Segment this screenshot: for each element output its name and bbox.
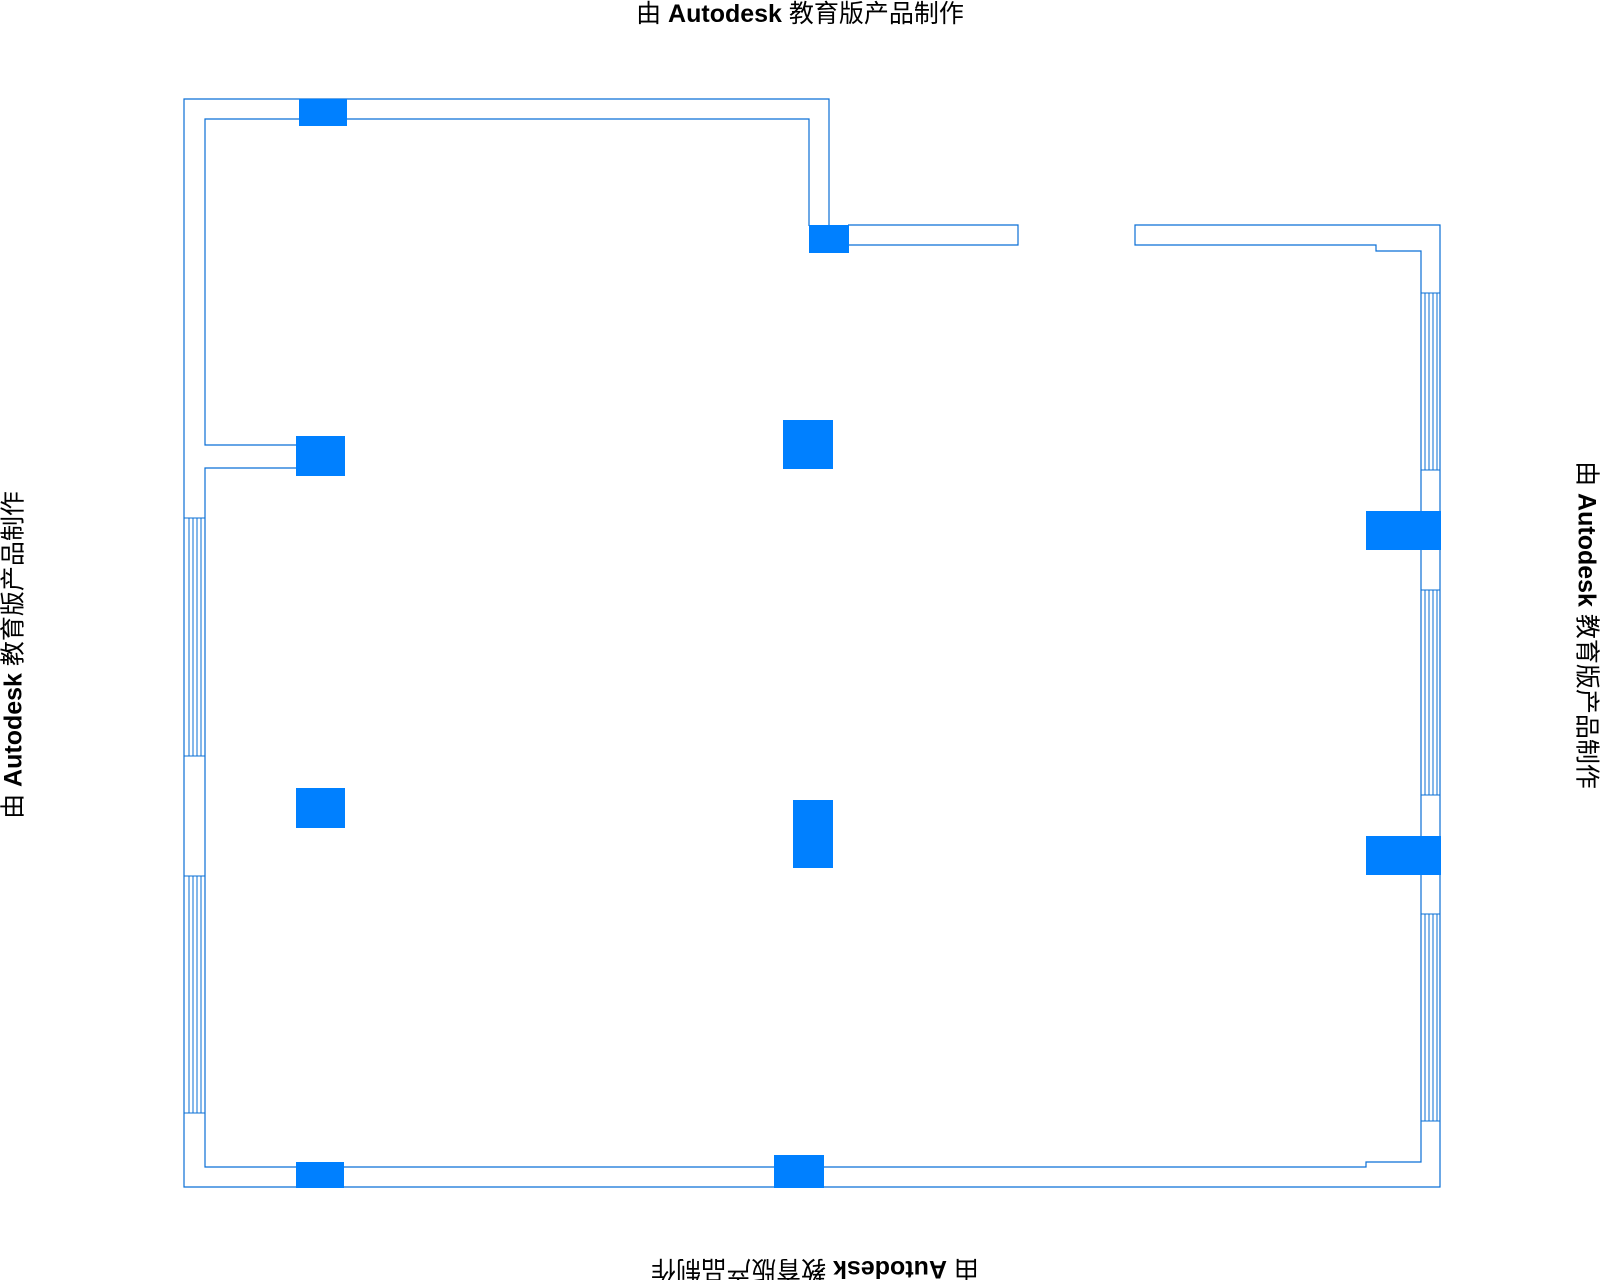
- column-center-upper: [783, 420, 833, 469]
- watermark-top: 由 Autodesk 教育版产品制作: [636, 2, 964, 27]
- columns: [296, 99, 1441, 1188]
- column-left-upper: [296, 436, 345, 476]
- column-right-upper: [1366, 511, 1441, 550]
- outer-wall: [183, 98, 1441, 1188]
- watermark-suffix: 教育版产品制作: [788, 0, 964, 28]
- column-bottom-center: [774, 1155, 824, 1188]
- column-right-lower: [1366, 836, 1441, 875]
- column-left-lower: [296, 788, 345, 828]
- watermark-prefix: 由: [636, 0, 662, 28]
- walls: [183, 98, 1441, 1188]
- windows: [184, 292, 1440, 1122]
- window-left-upper: [184, 517, 205, 757]
- column-top-corner: [809, 225, 849, 253]
- window-right-bottom: [1421, 913, 1440, 1122]
- column-top-left: [299, 99, 347, 126]
- column-center-lower: [793, 800, 833, 868]
- column-bottom-left: [296, 1162, 344, 1188]
- inner-wall: [204, 118, 810, 446]
- window-right-top: [1421, 292, 1440, 471]
- short-wall-segment: [848, 224, 1019, 246]
- watermark-brand: Autodesk: [668, 0, 782, 28]
- window-right-middle: [1421, 589, 1440, 796]
- window-left-lower: [184, 875, 205, 1114]
